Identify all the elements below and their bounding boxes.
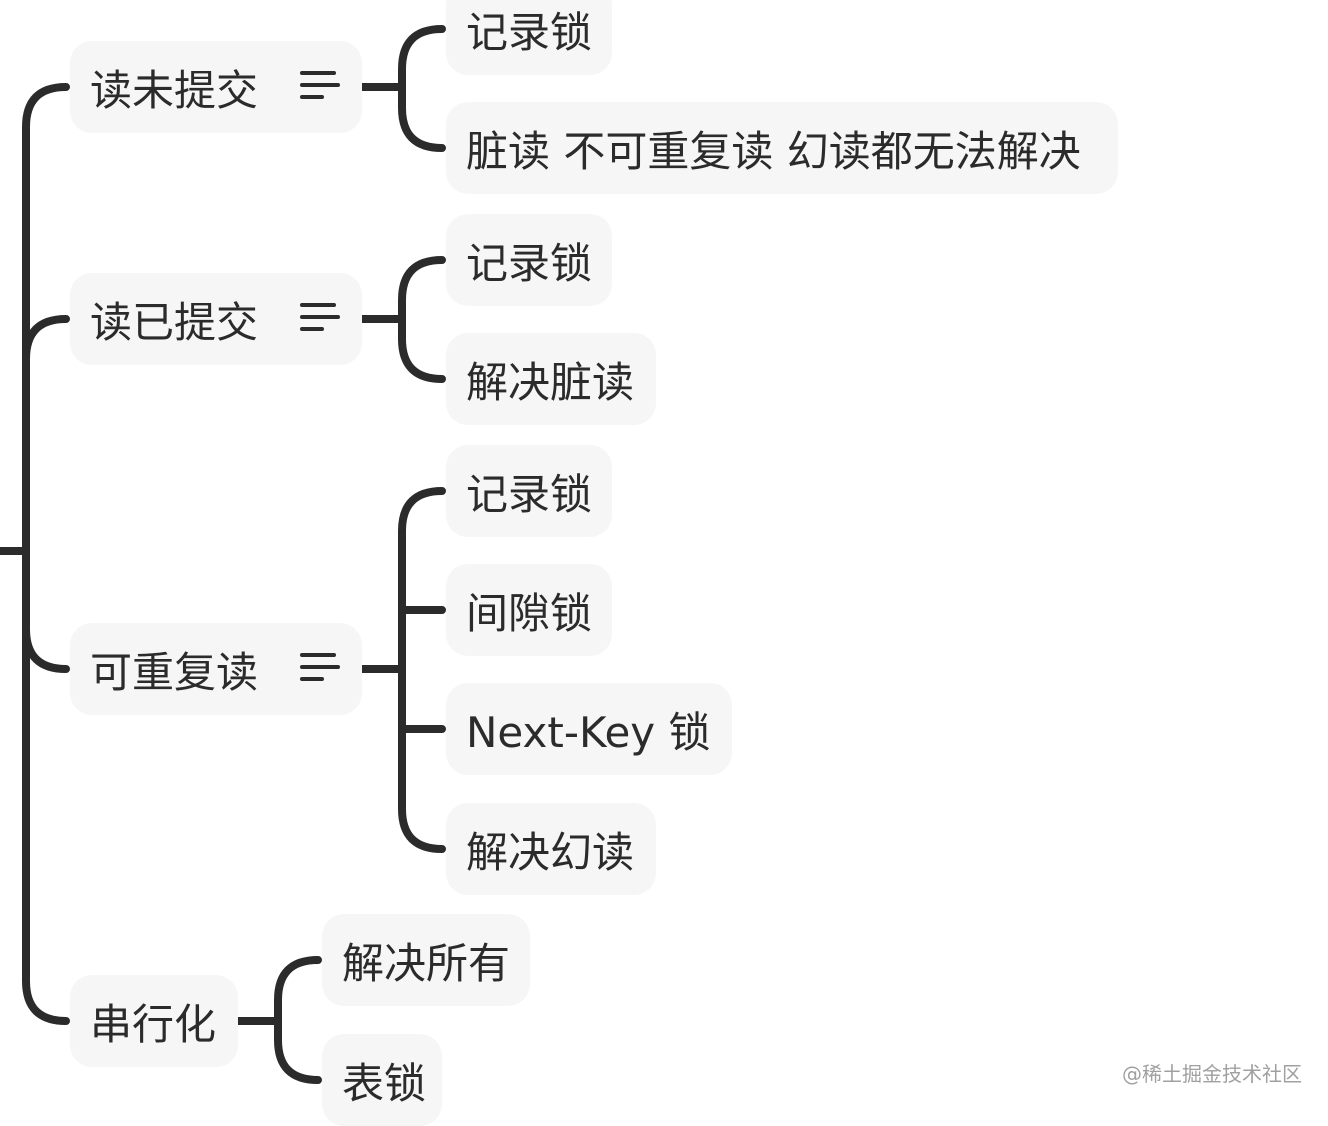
node-label: 脏读 不可重复读 幻读都无法解决: [466, 126, 1081, 176]
node-next-key-lock[interactable]: Next-Key 锁: [446, 683, 732, 775]
node-repeatable-read[interactable]: 可重复读: [70, 623, 362, 715]
node-read-committed[interactable]: 读已提交: [70, 273, 362, 365]
node-solve-phantom-read[interactable]: 解决幻读: [446, 803, 656, 895]
root-connector: [0, 83, 70, 1025]
node-label: 表锁: [342, 1058, 427, 1108]
node-label: 间隙锁: [466, 588, 593, 638]
branch-connector-repeatable-read: [358, 487, 446, 853]
node-label: 串行化: [90, 999, 217, 1049]
node-table-lock[interactable]: 表锁: [322, 1034, 442, 1126]
note-icon[interactable]: [300, 69, 340, 103]
node-read-uncommitted[interactable]: 读未提交: [70, 41, 362, 133]
note-icon[interactable]: [300, 651, 340, 685]
node-solve-all[interactable]: 解决所有: [322, 914, 530, 1006]
branch-connector-read-committed: [358, 256, 446, 383]
watermark: @稀土掘金技术社区: [1122, 1062, 1302, 1086]
node-anomalies-unsolved[interactable]: 脏读 不可重复读 幻读都无法解决: [446, 102, 1118, 194]
node-serializable[interactable]: 串行化: [70, 975, 238, 1067]
node-label: Next-Key 锁: [466, 707, 711, 757]
node-label: 解决幻读: [466, 827, 635, 877]
node-record-lock[interactable]: 记录锁: [446, 0, 612, 75]
node-label: 读已提交: [90, 297, 259, 347]
node-label: 记录锁: [466, 469, 593, 519]
node-label: 可重复读: [90, 647, 259, 697]
node-label: 读未提交: [90, 65, 259, 115]
node-record-lock[interactable]: 记录锁: [446, 214, 612, 306]
node-label: 记录锁: [466, 238, 593, 288]
node-solve-dirty-read[interactable]: 解决脏读: [446, 333, 656, 425]
branch-connector-serializable: [234, 956, 322, 1084]
node-record-lock[interactable]: 记录锁: [446, 445, 612, 537]
branch-connector-read-uncommitted: [358, 25, 446, 152]
node-label: 解决所有: [342, 938, 511, 988]
node-gap-lock[interactable]: 间隙锁: [446, 564, 612, 656]
node-label: 解决脏读: [466, 357, 635, 407]
note-icon[interactable]: [300, 301, 340, 335]
node-label: 记录锁: [466, 7, 593, 57]
